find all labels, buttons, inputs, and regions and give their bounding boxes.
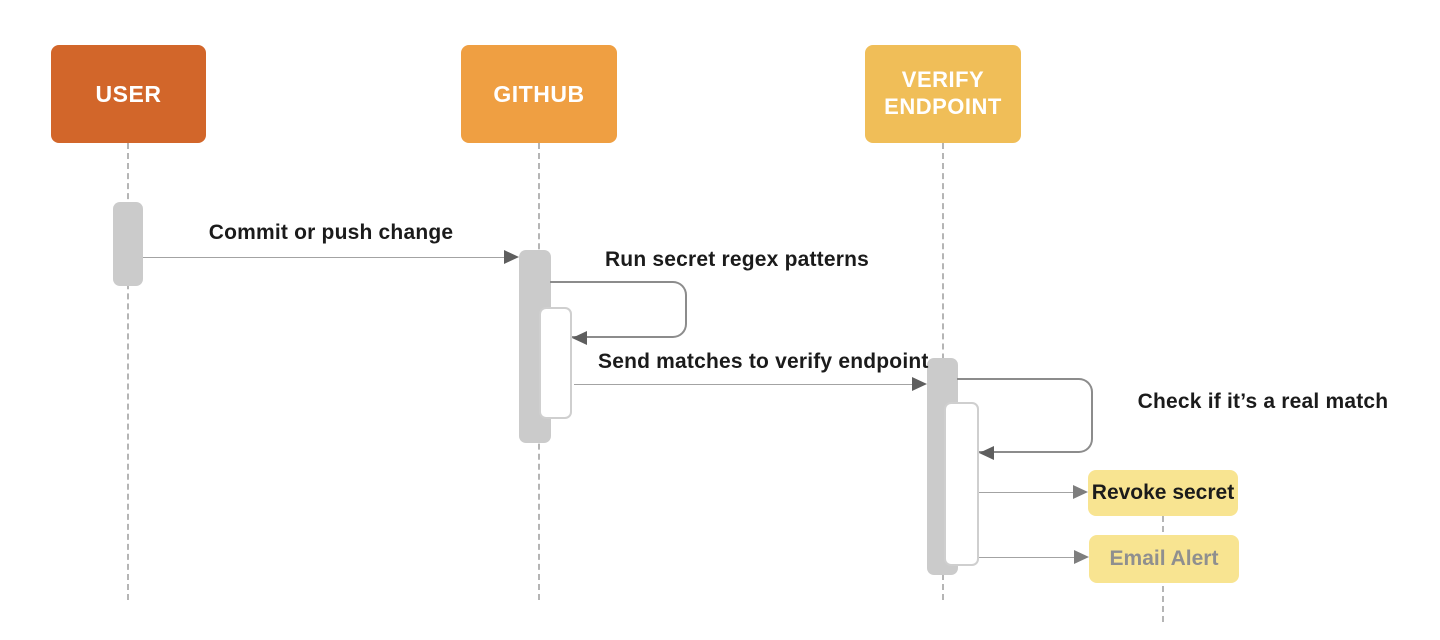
- actor-github-label: GITHUB: [493, 80, 585, 107]
- verify-nested-activation-bar: [944, 402, 979, 566]
- github-nested-activation-bar: [539, 307, 572, 419]
- arrowhead-left-icon: [979, 446, 994, 460]
- user-lifeline: [127, 143, 129, 600]
- actor-verify-endpoint: VERIFY ENDPOINT: [865, 45, 1021, 143]
- actor-github: GITHUB: [461, 45, 617, 143]
- note-revoke-secret: Revoke secret: [1088, 470, 1238, 516]
- message-label-run-regex: Run secret regex patterns: [604, 248, 870, 271]
- actor-user: USER: [51, 45, 206, 143]
- note-revoke-secret-label: Revoke secret: [1091, 481, 1235, 504]
- message-label-commit-or-push: Commit or push change: [208, 221, 454, 244]
- message-line-send-matches: [574, 384, 914, 385]
- arrowhead-right-icon: [1073, 485, 1088, 499]
- message-line-email: [979, 557, 1075, 558]
- message-line-revoke: [979, 492, 1074, 493]
- note-email-alert-label: Email Alert: [1109, 547, 1219, 570]
- arrowhead-left-icon: [572, 331, 587, 345]
- arrowhead-right-icon: [504, 250, 519, 264]
- verify-self-loop-path: [957, 378, 1093, 453]
- arrowhead-right-icon: [1074, 550, 1089, 564]
- actor-verify-endpoint-label: VERIFY ENDPOINT: [884, 67, 1002, 119]
- github-self-loop-path: [550, 281, 687, 338]
- message-label-send-matches: Send matches to verify endpoint: [598, 350, 929, 373]
- message-label-check-real-match: Check if it’s a real match: [1137, 390, 1389, 413]
- message-line-commit-or-push: [143, 257, 506, 258]
- arrowhead-right-icon: [912, 377, 927, 391]
- note-email-alert: Email Alert: [1089, 535, 1239, 583]
- actor-user-label: USER: [95, 80, 162, 107]
- user-activation-bar: [113, 202, 143, 286]
